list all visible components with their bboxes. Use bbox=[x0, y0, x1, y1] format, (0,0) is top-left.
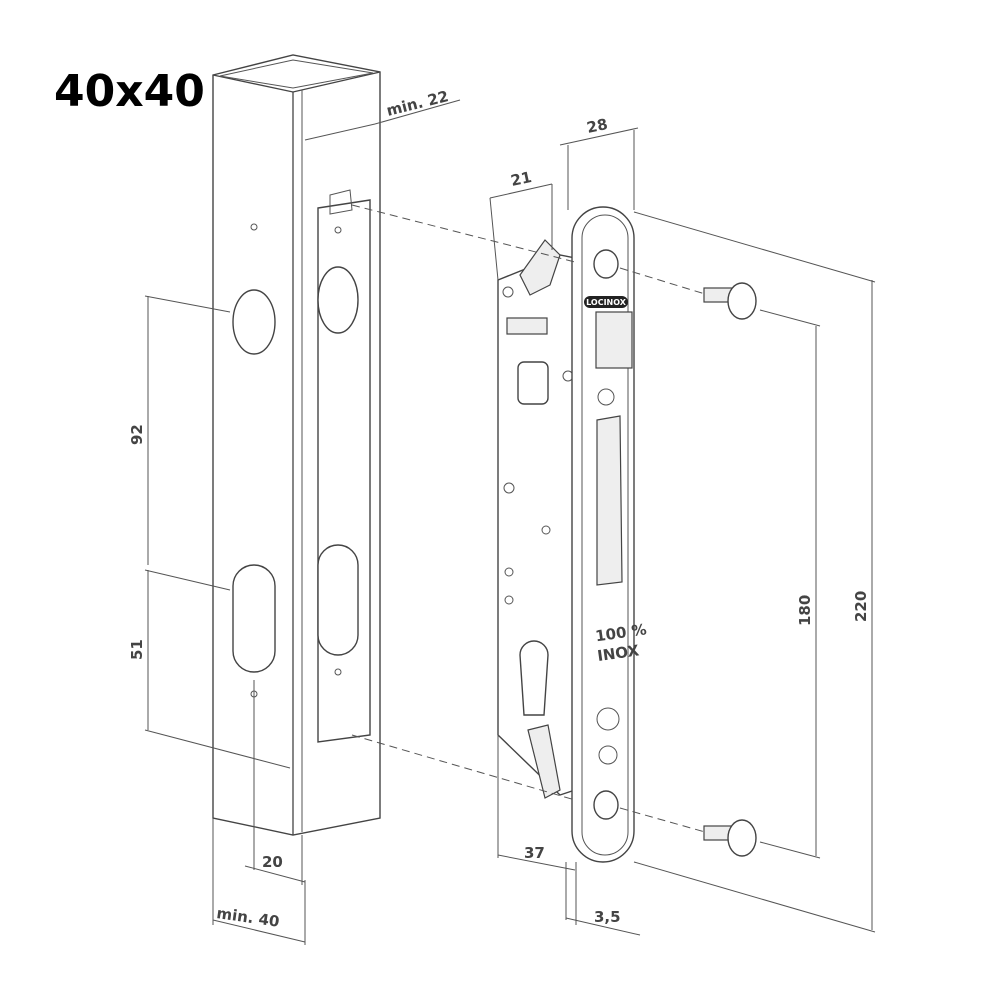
profile-size-title: 40x40 bbox=[54, 66, 205, 117]
faceplate: LOCINOX 100 % INOX bbox=[571, 206, 648, 863]
dim-faceplate-height: 220 bbox=[852, 591, 870, 622]
dim-post-wall-min: min. 22 bbox=[385, 87, 451, 120]
dim-lock-depth: 21 bbox=[509, 168, 533, 190]
dim-hole-spacing: 92 bbox=[128, 424, 146, 445]
dim-post-min: min. 40 bbox=[215, 904, 280, 931]
dim-post-offset: 20 bbox=[262, 853, 283, 871]
lock-body bbox=[497, 239, 576, 799]
dim-faceplate-thickness: 3,5 bbox=[594, 908, 621, 926]
dim-backset: 37 bbox=[524, 844, 545, 862]
dim-screw-spacing: 180 bbox=[796, 595, 814, 626]
locinox-logo bbox=[584, 296, 628, 308]
square-post bbox=[212, 54, 381, 836]
dim-faceplate-width: 28 bbox=[585, 115, 609, 137]
svg-text:LOCINOX: LOCINOX bbox=[586, 298, 627, 307]
cylinder-hole bbox=[519, 640, 549, 716]
screws bbox=[703, 282, 757, 857]
post-oval-hole bbox=[232, 564, 276, 673]
post-round-hole bbox=[232, 289, 276, 355]
screw-icon bbox=[596, 707, 620, 731]
dimension-lines bbox=[144, 99, 876, 945]
material-line2: INOX bbox=[596, 641, 640, 665]
dim-hole-lower: 51 bbox=[128, 639, 146, 660]
